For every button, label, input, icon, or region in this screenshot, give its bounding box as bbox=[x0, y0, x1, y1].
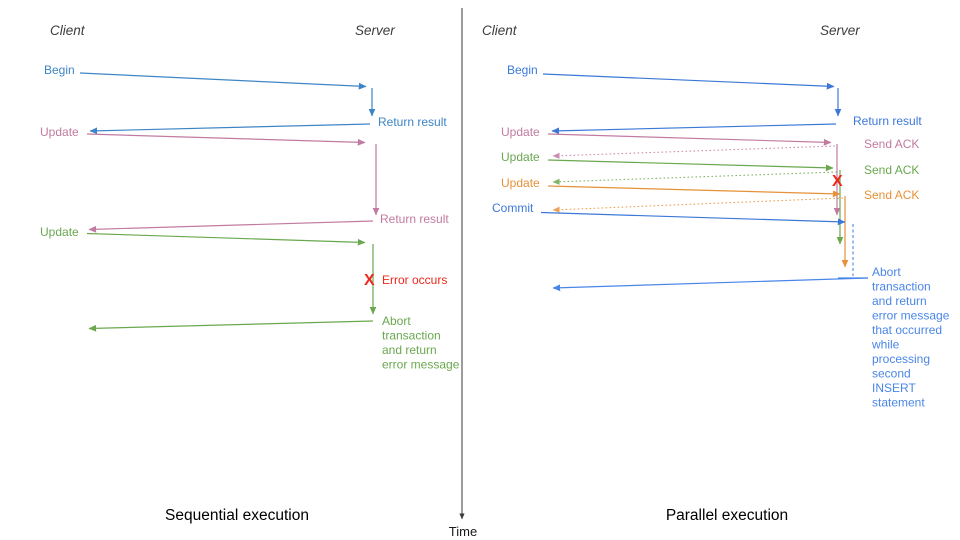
left-abort-line-2: transaction bbox=[382, 329, 441, 343]
parallel-panel: Client Server Begin Return result Update… bbox=[482, 23, 950, 524]
right-abort-line-5: that occurred bbox=[872, 323, 942, 337]
right-abort-arrow bbox=[552, 277, 869, 292]
left-error-label: Error occurs bbox=[382, 273, 447, 287]
left-abort-line-3: and return bbox=[382, 343, 437, 357]
right-commit-arrow bbox=[540, 211, 846, 226]
right-ack-3-dotted-arrow bbox=[552, 197, 844, 213]
left-update-1-arrow bbox=[86, 133, 366, 146]
right-abort-line-3: and return bbox=[872, 294, 927, 308]
left-abort-arrow bbox=[88, 320, 374, 332]
left-return-result-1-arrow bbox=[89, 123, 371, 135]
right-abort-line-6: while bbox=[871, 338, 900, 352]
right-update-2-label: Update bbox=[501, 150, 540, 164]
left-update-1-label: Update bbox=[40, 125, 79, 139]
left-update-2-arrow bbox=[86, 232, 366, 246]
left-error-x-icon: X bbox=[364, 272, 375, 289]
right-update-3-arrow bbox=[547, 185, 841, 198]
time-axis: Time bbox=[449, 8, 477, 539]
right-abort-line-9: INSERT bbox=[872, 381, 916, 395]
left-return-result-2-label: Return result bbox=[380, 212, 449, 226]
right-abort-line-4: error message bbox=[872, 309, 950, 323]
left-return-result-1-label: Return result bbox=[378, 115, 447, 129]
right-send-ack-1-label: Send ACK bbox=[864, 137, 919, 151]
right-error-x-icon: X bbox=[832, 173, 843, 190]
left-panel-title: Sequential execution bbox=[165, 507, 309, 524]
right-return-result-label: Return result bbox=[853, 114, 922, 128]
right-ack-1-dotted-arrow bbox=[552, 145, 836, 159]
right-ack-2-dotted-arrow bbox=[552, 171, 838, 185]
right-update-1-arrow bbox=[547, 133, 832, 146]
right-server-header: Server bbox=[820, 23, 860, 38]
right-abort-line-8: second bbox=[872, 367, 911, 381]
right-panel-title: Parallel execution bbox=[666, 507, 788, 524]
right-commit-label: Commit bbox=[492, 201, 534, 215]
right-abort-line-10: statement bbox=[872, 396, 925, 410]
left-begin-arrow bbox=[79, 72, 367, 90]
left-return-result-2-arrow bbox=[88, 220, 374, 233]
right-update-2-arrow bbox=[547, 159, 834, 172]
left-abort-line-1: Abort bbox=[382, 314, 411, 328]
sequential-panel: Client Server Begin Return result Update… bbox=[40, 23, 460, 524]
right-abort-line-2: transaction bbox=[872, 280, 931, 294]
right-abort-line-1: Abort bbox=[872, 265, 901, 279]
right-client-header: Client bbox=[482, 23, 518, 38]
left-update-2-label: Update bbox=[40, 225, 79, 239]
right-begin-arrow bbox=[542, 73, 835, 90]
right-return-result-arrow bbox=[551, 123, 837, 135]
left-begin-label: Begin bbox=[44, 63, 75, 77]
right-update-1-label: Update bbox=[501, 125, 540, 139]
time-axis-label: Time bbox=[449, 524, 477, 539]
right-abort-line-7: processing bbox=[872, 352, 930, 366]
left-client-header: Client bbox=[50, 23, 86, 38]
right-send-ack-3-label: Send ACK bbox=[864, 188, 919, 202]
right-begin-label: Begin bbox=[507, 63, 538, 77]
right-send-ack-2-label: Send ACK bbox=[864, 163, 919, 177]
right-update-3-label: Update bbox=[501, 176, 540, 190]
left-server-header: Server bbox=[355, 23, 395, 38]
left-abort-line-4: error message bbox=[382, 358, 460, 372]
